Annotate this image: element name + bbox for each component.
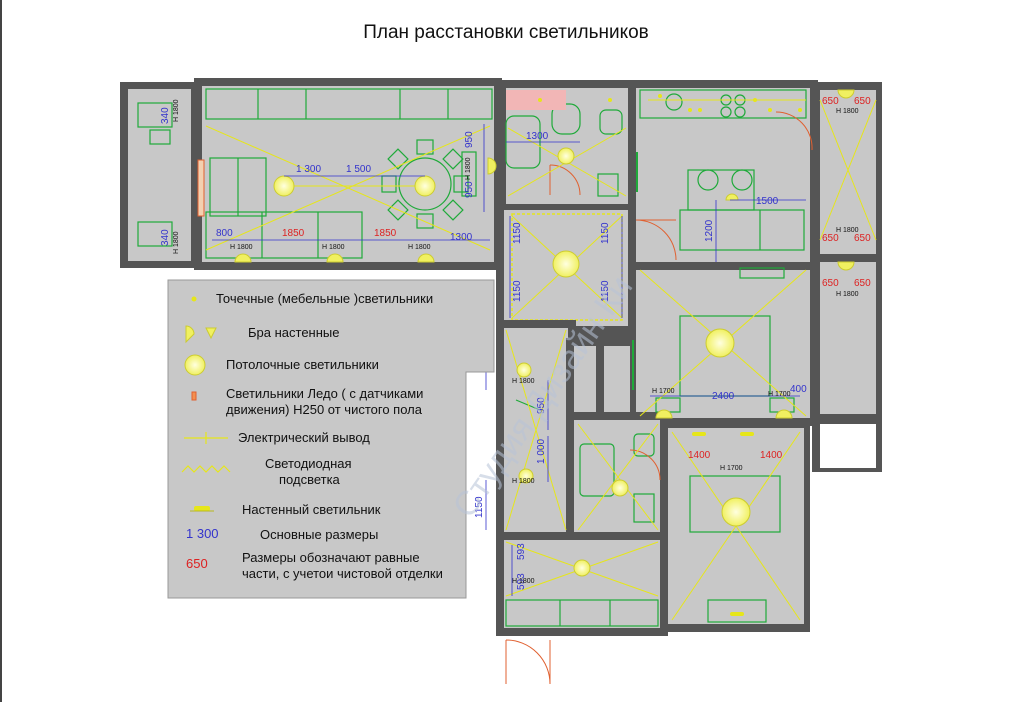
svg-text:H 1800: H 1800 xyxy=(836,227,859,234)
svg-text:движения) H250 от чистого пола: движения) H250 от чистого пола xyxy=(226,402,423,417)
legend: Точечные (мебельные )светильники Бра нас… xyxy=(167,279,495,599)
svg-text:1150: 1150 xyxy=(600,280,611,302)
svg-text:Потолочные светильники: Потолочные светильники xyxy=(226,357,379,372)
legend-outlet-icon xyxy=(184,432,228,444)
svg-text:1 300: 1 300 xyxy=(296,164,321,175)
legend-spot-light-icon xyxy=(191,296,197,302)
svg-text:H 1700: H 1700 xyxy=(652,388,675,395)
svg-text:Электрический вывод: Электрический вывод xyxy=(238,430,370,445)
svg-text:H 1800: H 1800 xyxy=(836,291,859,298)
doors xyxy=(197,90,813,685)
balcony-right-floor-top xyxy=(820,90,876,254)
svg-text:1200: 1200 xyxy=(704,219,715,242)
svg-text:H 1700: H 1700 xyxy=(768,391,791,398)
svg-text:1150: 1150 xyxy=(600,222,611,244)
svg-text:2400: 2400 xyxy=(712,391,735,402)
svg-text:1400: 1400 xyxy=(760,450,783,461)
ceiling-light xyxy=(557,147,575,165)
svg-text:1150: 1150 xyxy=(474,496,485,518)
svg-text:1150: 1150 xyxy=(512,280,523,302)
svg-text:593: 593 xyxy=(516,543,527,560)
svg-text:H 1800: H 1800 xyxy=(173,99,180,122)
red-dimensions: 1850 1850 650 650 650 650 650 650 1400 1… xyxy=(282,96,871,461)
svg-text:Точечные (мебельные )светильни: Точечные (мебельные )светильники xyxy=(216,291,433,306)
wall-lamps xyxy=(692,432,754,616)
kitchen-floor xyxy=(636,88,810,264)
ceiling-light xyxy=(611,479,629,497)
svg-text:950: 950 xyxy=(464,181,475,198)
svg-text:400: 400 xyxy=(790,384,807,395)
page-edge-line xyxy=(0,0,2,702)
svg-text:593: 593 xyxy=(516,573,527,590)
ceiling-light xyxy=(705,328,735,358)
legend-ceiling-light-icon xyxy=(184,354,206,376)
svg-text:Светильники Ледо ( с датчиками: Светильники Ледо ( с датчиками xyxy=(226,386,423,401)
svg-text:H 1800: H 1800 xyxy=(512,378,535,385)
svg-text:H 1800: H 1800 xyxy=(512,578,535,585)
svg-text:1 000: 1 000 xyxy=(536,439,547,464)
spot-lights xyxy=(538,94,802,112)
ceiling-light xyxy=(516,362,532,378)
svg-text:H 1800: H 1800 xyxy=(322,244,345,251)
ceiling-light xyxy=(414,175,436,197)
svg-text:650: 650 xyxy=(822,233,839,244)
ceiling-light xyxy=(273,175,295,197)
svg-text:800: 800 xyxy=(216,228,233,239)
ceiling-light xyxy=(573,559,591,577)
svg-text:H 1800: H 1800 xyxy=(408,244,431,251)
svg-text:1300: 1300 xyxy=(450,232,473,243)
svg-text:650: 650 xyxy=(822,96,839,107)
height-labels: H 1800 H 1800 H 1800 H 1800 H 1800 H 180… xyxy=(173,99,859,585)
legend-wall-lamp-icon xyxy=(190,506,214,512)
svg-text:H 1800: H 1800 xyxy=(230,244,253,251)
svg-text:Настенный светильник: Настенный светильник xyxy=(242,502,381,517)
svg-text:1300: 1300 xyxy=(526,131,549,142)
svg-text:650: 650 xyxy=(854,278,871,289)
svg-text:1850: 1850 xyxy=(282,228,305,239)
page-title: План расстановки светильников xyxy=(363,22,649,43)
legend-wall-sconce-icon xyxy=(185,325,217,344)
svg-text:650: 650 xyxy=(822,278,839,289)
balcony-right-floor-mid xyxy=(820,262,876,414)
svg-text:H 1800: H 1800 xyxy=(512,478,535,485)
svg-text:650: 650 xyxy=(854,233,871,244)
svg-text:1150: 1150 xyxy=(512,222,523,244)
svg-text:1500: 1500 xyxy=(756,196,779,207)
walls xyxy=(120,78,882,636)
svg-text:H 1700: H 1700 xyxy=(720,465,743,472)
led-strip-green xyxy=(632,152,638,390)
svg-text:H 1800: H 1800 xyxy=(836,108,859,115)
svg-text:Светодиодная: Светодиодная xyxy=(265,456,352,471)
ceiling-light xyxy=(721,497,751,527)
svg-text:Размеры обозначают равные: Размеры обозначают равные xyxy=(242,550,420,565)
ceiling-light xyxy=(518,468,534,484)
svg-text:H 1800: H 1800 xyxy=(465,157,472,180)
svg-text:650: 650 xyxy=(186,556,208,571)
svg-text:950: 950 xyxy=(536,397,547,414)
legend-ledo-light-icon xyxy=(191,391,197,401)
svg-text:1 500: 1 500 xyxy=(346,164,371,175)
legend-led-strip-icon xyxy=(181,465,231,473)
ceiling-lights xyxy=(273,147,751,577)
ceiling-light xyxy=(552,250,580,278)
svg-text:1 300: 1 300 xyxy=(186,526,219,541)
living-room-floor xyxy=(202,86,494,262)
svg-text:1850: 1850 xyxy=(374,228,397,239)
svg-text:части, с учетои чистовой отдел: части, с учетои чистовой отделки xyxy=(242,566,443,581)
svg-text:подсветка: подсветка xyxy=(279,472,341,487)
svg-text:950: 950 xyxy=(464,131,475,148)
dimension-lines xyxy=(212,124,806,596)
wall-sconces xyxy=(234,89,855,419)
svg-text:Основные размеры: Основные размеры xyxy=(260,527,378,542)
svg-text:1400: 1400 xyxy=(688,450,711,461)
svg-text:H 1800: H 1800 xyxy=(173,231,180,254)
blue-dimensions: 1 300 1 500 950 950 1300 800 1300 340 34… xyxy=(160,107,807,590)
svg-text:Бра настенные: Бра настенные xyxy=(248,325,339,340)
svg-text:340: 340 xyxy=(160,229,171,246)
svg-text:650: 650 xyxy=(854,96,871,107)
bottom-room-floor xyxy=(504,540,660,628)
svg-text:340: 340 xyxy=(160,107,171,124)
